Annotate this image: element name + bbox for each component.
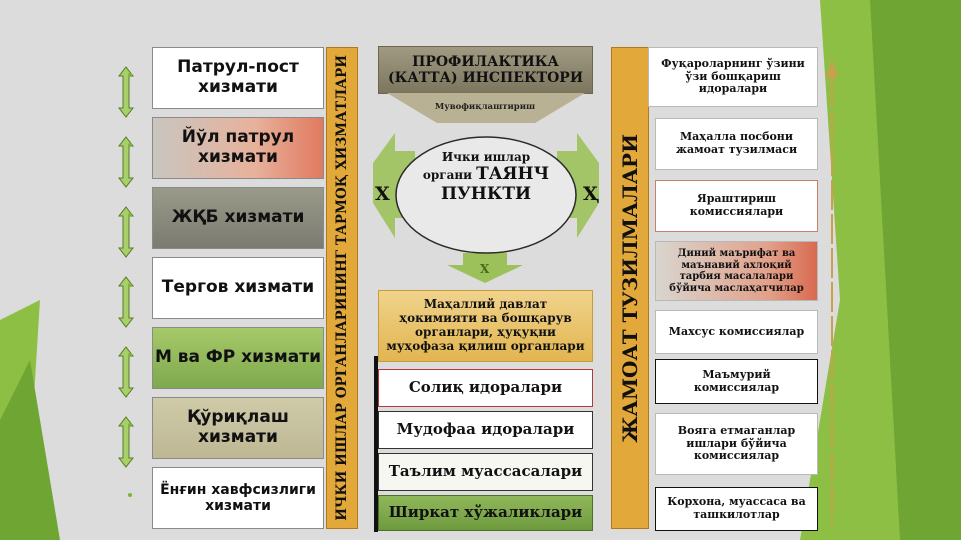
service-box-public-order: ЖҚБ хизмати — [152, 187, 324, 249]
service-box-fire-safety: Ёнғин хавфсизлиги хизмати — [152, 467, 324, 529]
coordination-label: Мувофиқлаштириш — [434, 102, 536, 113]
farm-enterprises-box: Ширкат хўжаликлари — [378, 495, 593, 531]
center-hub-graphic — [373, 93, 599, 283]
public-box-special-commissions: Махсус комиссиялар — [655, 310, 818, 354]
public-box-religious-advisors: Диний маърифат ва маънавий ахлоқий тарби… — [655, 241, 818, 301]
defense-offices-box: Мудофаа идоралари — [378, 411, 593, 449]
left-arrow-label: Х — [375, 183, 390, 205]
up-arrow-icon — [826, 60, 838, 78]
public-box-mahalla-guard: Маҳалла посбони жамоат тузилмаси — [655, 118, 818, 170]
support-point-text: Ички ишлар органи ТАЯНЧ ПУНКТИ — [410, 150, 562, 204]
public-box-reconciliation: Яраштириш комиссиялари — [655, 180, 818, 232]
right-vertical-title-bar: ЖАМОАТ ТУЗИЛМАЛАРИ — [611, 47, 649, 529]
prevention-inspector-box: ПРОФИЛАКТИКА (КАТТА) ИНСПЕКТОРИ — [378, 46, 593, 94]
support-point-oval — [395, 136, 577, 254]
education-institutions-box: Таълим муассасалари — [378, 453, 593, 491]
coordination-funnel — [387, 93, 585, 123]
right-arrow-label: Ҳ — [583, 183, 600, 205]
service-box-investigation: Тергов хизмати — [152, 257, 324, 319]
service-box-patrol-post: Патрул-пост хизмати — [152, 47, 324, 109]
center-connector-line — [374, 356, 378, 532]
public-box-administrative: Маъмурий комиссиялар — [655, 359, 818, 404]
oval-line-1: Ички ишлар — [441, 150, 531, 164]
left-double-arrows — [117, 66, 135, 497]
oval-main-1: ТАЯНЧ — [476, 164, 550, 184]
left-vertical-title-bar: ИЧКИ ИШЛАР ОРГАНЛАРИНИНГ ТАРМОҚ ХИЗМАТЛА… — [326, 47, 358, 529]
left-vertical-title: ИЧКИ ИШЛАР ОРГАНЛАРИНИНГ ТАРМОҚ ХИЗМАТЛА… — [334, 55, 350, 521]
public-box-enterprises: Корхона, муассаса ва ташкилотлар — [655, 487, 818, 531]
right-vertical-title: ЖАМОАТ ТУЗИЛМАЛАРИ — [618, 133, 642, 443]
right-vertical-arrow — [826, 60, 838, 525]
service-box-road-patrol: Йўл патрул хизмати — [152, 117, 324, 179]
oval-main-2: ПУНКТИ — [440, 184, 532, 204]
public-box-minors: Вояга етмаганлар ишлари бўйича комиссиял… — [655, 413, 818, 475]
public-box-self-government: Фуқароларнинг ўзини ўзи бошқариш идорала… — [648, 47, 818, 107]
local-government-box: Маҳаллий давлат ҳокимияти ва бошқарув ор… — [378, 290, 593, 362]
oval-line-2: органи — [422, 168, 473, 182]
service-box-m-fr: М ва ФР хизмати — [152, 327, 324, 389]
tax-offices-box: Солиқ идоралари — [378, 369, 593, 407]
service-box-guard: Қўриқлаш хизмати — [152, 397, 324, 459]
down-arrow-icon — [447, 253, 523, 283]
down-arrow-label: Х — [480, 262, 490, 276]
